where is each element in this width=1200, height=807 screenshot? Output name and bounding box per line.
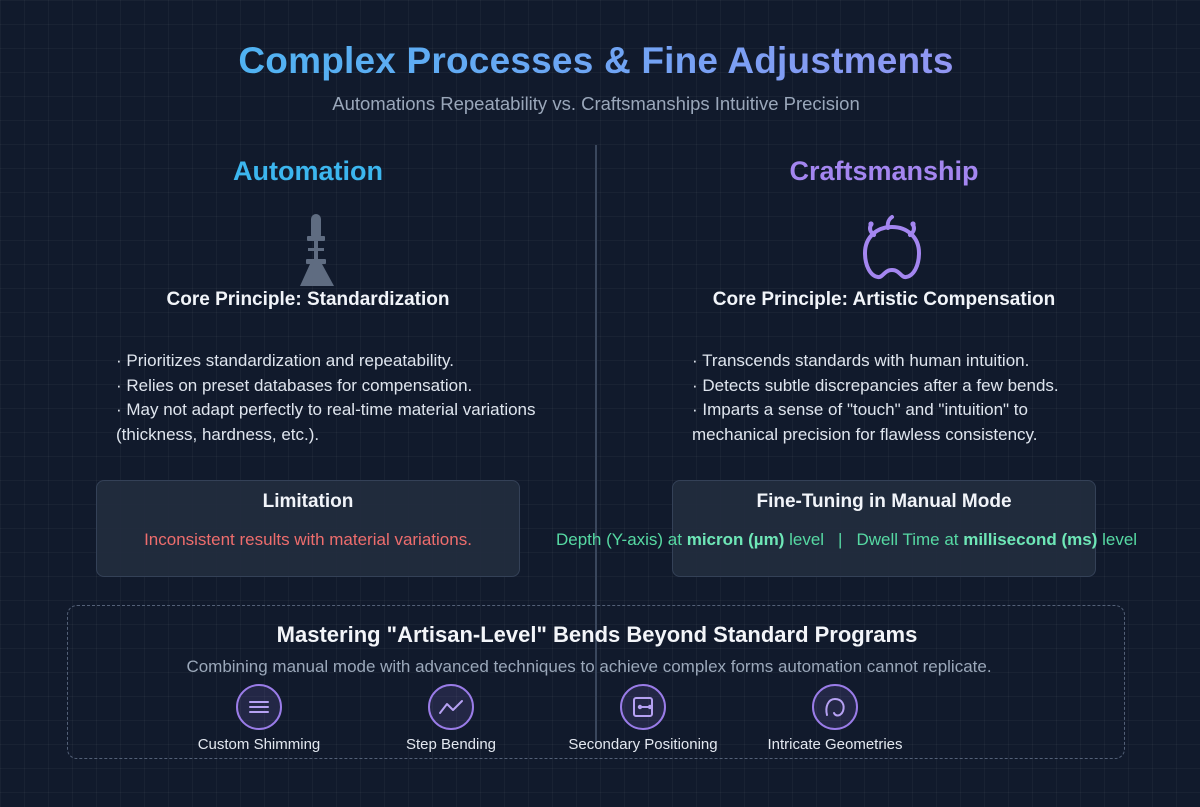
lines-icon (236, 684, 282, 730)
automation-heading: Automation (233, 156, 383, 186)
technique-label-intricate-geometries: Intricate Geometries (767, 736, 903, 753)
page-subtitle: Automations Repeatability vs. Craftsmans… (332, 93, 860, 114)
column-divider (595, 145, 597, 745)
fine-tuning-title: Fine-Tuning in Manual Mode (756, 491, 1012, 512)
depth-suffix: level (784, 530, 825, 549)
craftsmanship-heading: Craftsmanship (789, 156, 979, 186)
list-item: · Imparts a sense of "touch" and "intuit… (692, 400, 1038, 444)
step-wave-icon (428, 684, 474, 730)
automation-principle: Core Principle: Standardization (166, 289, 450, 310)
detail-separator: | (838, 530, 843, 549)
craftsmanship-bullets: · Transcends standards with human intuit… (692, 349, 1112, 447)
human-head-icon (863, 215, 921, 280)
dwell-value: millisecond (ms) (963, 530, 1098, 549)
mastering-section (67, 605, 1125, 759)
list-item: · Detects subtle discrepancies after a f… (692, 375, 1059, 395)
fine-tuning-detail: Depth (Y-axis) at micron (µm) level | Dwel… (556, 530, 1137, 550)
mastering-subtitle: Combining manual mode with advanced tech… (186, 657, 992, 676)
automation-bullets: · Prioritizes standardization and repeat… (116, 349, 536, 447)
depth-prefix: Depth (Y-axis) at (556, 530, 687, 549)
positioning-icon (620, 684, 666, 730)
technique-label-secondary-positioning: Secondary Positioning (568, 736, 718, 753)
limitation-text: Inconsistent results with material varia… (144, 530, 472, 549)
limitation-title: Limitation (262, 491, 354, 512)
technique-label-step-bending: Step Bending (405, 736, 497, 753)
dwell-suffix: level (1097, 530, 1138, 549)
list-item: · Prioritizes standardization and repeat… (116, 351, 454, 370)
dwell-prefix: Dwell Time at (856, 530, 964, 549)
limitation-box (96, 480, 520, 577)
depth-value: micron (µm) (686, 530, 785, 549)
list-item: · Relies on preset databases for compens… (116, 375, 473, 395)
fine-tuning-box (672, 480, 1096, 577)
craftsmanship-principle: Core Principle: Artistic Compensation (712, 289, 1056, 310)
list-item: · Transcends standards with human intuit… (692, 351, 1030, 370)
page-title: Complex Processes & Fine Adjustments (0, 40, 1192, 82)
technique-label-custom-shimming: Custom Shimming (197, 736, 321, 753)
curve-icon (812, 684, 858, 730)
robot-arm-icon (300, 214, 334, 286)
list-item: · May not adapt perfectly to real-time m… (116, 400, 536, 444)
mastering-title: Mastering "Artisan-Level" Bends Beyond S… (276, 622, 918, 647)
